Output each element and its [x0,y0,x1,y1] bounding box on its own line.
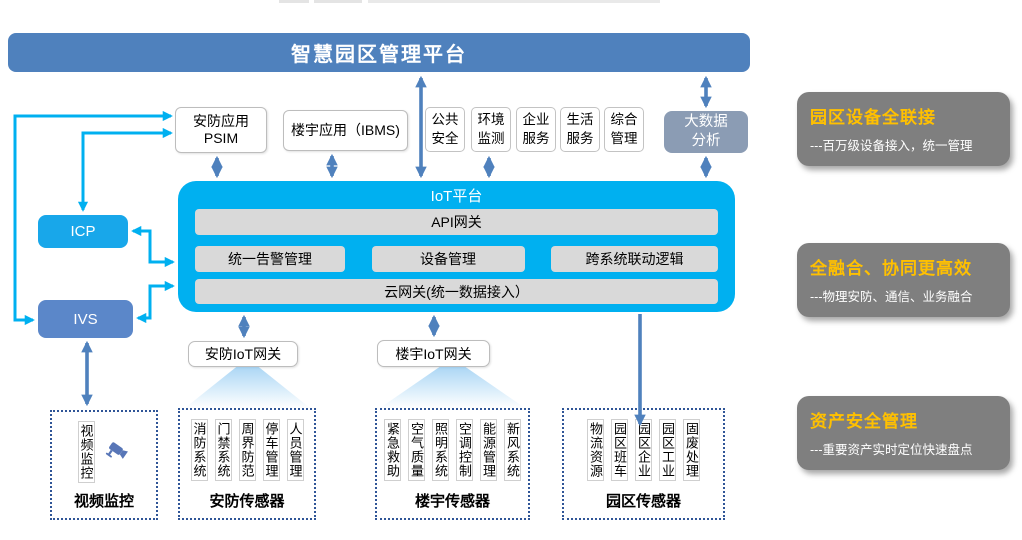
sensor-campus-enterprise: 园区企业 [635,419,652,481]
video-surveillance-content: 视频监控 [77,421,131,483]
big-data-analysis-box: 大数据 分析 [664,111,748,153]
benefit-desc: ---重要资产实时定位快速盘点 [810,443,973,457]
iot-platform: IoT平台 API网关 统一告警管理 设备管理 跨系统联动逻辑 云网关(统一数据… [178,181,735,312]
benefit-panel-device-connection: 园区设备全联接 ---百万级设备接入，统一管理 [797,92,1010,166]
sensor-air-quality: 空气质量 [408,419,425,481]
sensor-hvac-control: 空调控制 [456,419,473,481]
platform-banner-title: 智慧园区管理平台 [291,44,467,66]
service-box-comprehensive-management: 综合 管理 [604,107,644,152]
sensor-fresh-air-system: 新风系统 [504,419,521,481]
platform-banner: 智慧园区管理平台 [8,33,750,72]
ibms-app-box: 楼宇应用（IBMS) [283,110,408,151]
security-sensor-items: 消防系统 门禁系统 周界防范 停车管理 人员管理 [190,419,304,481]
building-sensor-items: 紧急救助 空气质量 照明系统 空调控制 能源管理 新风系统 [384,419,521,481]
top-edge-artifact [314,0,362,3]
security-sensors-label: 安防传感器 [209,493,285,510]
camera-icon [105,437,131,468]
top-edge-artifact [279,0,309,3]
video-surveillance-label: 视频监控 [73,493,134,510]
sensor-perimeter-protection: 周界防范 [238,419,256,481]
iot-platform-title: IoT平台 [430,188,483,205]
benefit-panel-asset-security: 资产安全管理 ---重要资产实时定位快速盘点 [797,396,1010,470]
iot-module-row: 统一告警管理 设备管理 跨系统联动逻辑 [195,246,718,272]
video-surveillance-group: 视频监控 视频监控 [50,410,158,520]
security-sensors-group: 消防系统 门禁系统 周界防范 停车管理 人员管理 安防传感器 [178,408,316,520]
security-gateway-fan [185,367,310,408]
campus-sensor-items: 物流资源 园区班车 园区企业 园区工业 固废处理 [587,419,700,481]
module-device-management: 设备管理 [371,246,525,272]
api-gateway-bar: API网关 [195,209,718,235]
module-unified-alarm-management: 统一告警管理 [195,246,345,272]
building-sensors-label: 楼宇传感器 [414,493,490,510]
psim-app-box: 安防应用 PSIM [175,107,267,153]
service-box-environment-monitoring: 环境 监测 [471,107,511,152]
icp-box: ICP [38,215,128,248]
service-box-enterprise-services: 企业 服务 [516,107,556,152]
benefit-panel-full-fusion: 全融合、协同更高效 ---物理安防、通信、业务融合 [797,243,1010,317]
benefit-title: 资产安全管理 [810,412,918,431]
benefit-title: 园区设备全联接 [810,108,936,127]
cloud-gateway-bar: 云网关(统一数据接入） [195,279,718,304]
connector-icp-iot [131,225,175,268]
connector-iot-ivs [136,280,175,324]
sensor-personnel-management: 人员管理 [286,419,304,481]
sensor-solid-waste: 固废处理 [683,419,700,481]
benefit-desc: ---物理安防、通信、业务融合 [810,290,973,304]
sensor-access-control: 门禁系统 [214,419,232,481]
sensor-campus-industry: 园区工业 [659,419,676,481]
module-cross-system-linkage: 跨系统联动逻辑 [551,246,718,272]
benefit-title: 全融合、协同更高效 [810,259,972,278]
sensor-emergency-rescue: 紧急救助 [384,419,401,481]
campus-sensors-label: 园区传感器 [605,493,681,510]
sensor-video-surveillance: 视频监控 [77,421,95,483]
service-box-living-services: 生活 服务 [560,107,600,152]
building-sensors-group: 紧急救助 空气质量 照明系统 空调控制 能源管理 新风系统 楼宇传感器 [375,408,530,520]
sensor-campus-shuttle: 园区班车 [611,419,628,481]
top-edge-artifact [368,0,660,3]
sensor-logistics-resources: 物流资源 [587,419,604,481]
sensor-lighting-system: 照明系统 [432,419,449,481]
ivs-box: IVS [38,300,133,338]
connector-psim-icp [77,127,173,212]
sensor-fire-system: 消防系统 [190,419,208,481]
campus-sensors-group: 物流资源 园区班车 园区企业 园区工业 固废处理 园区传感器 [562,408,725,520]
security-iot-gateway-box: 安防IoT网关 [188,341,298,367]
benefit-desc: ---百万级设备接入，统一管理 [810,139,973,153]
service-box-public-safety: 公共 安全 [425,107,465,152]
building-gateway-fan [380,367,525,408]
sensor-energy-management: 能源管理 [480,419,497,481]
building-iot-gateway-box: 楼宇IoT网关 [377,340,490,367]
sensor-parking-management: 停车管理 [262,419,280,481]
